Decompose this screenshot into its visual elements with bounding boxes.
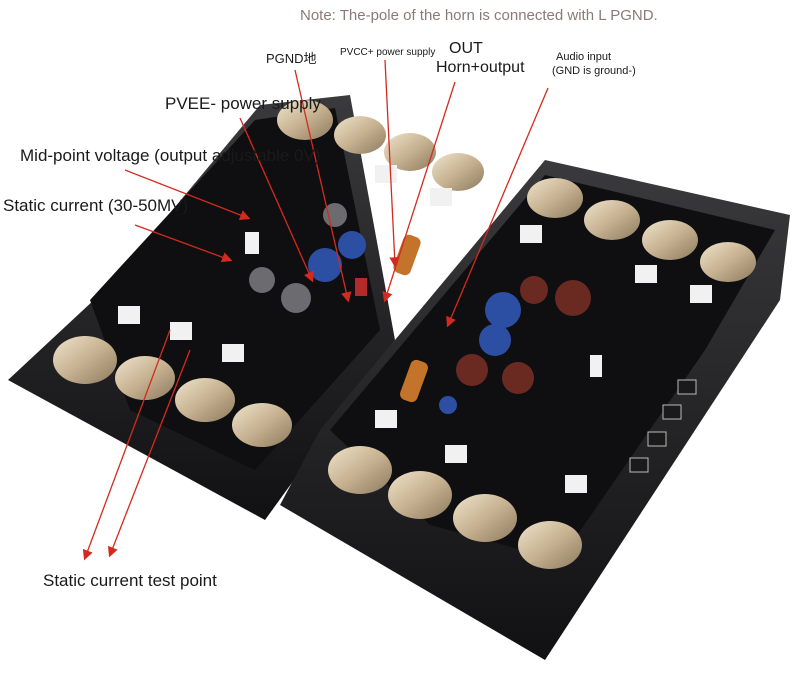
label-pvcc-power: PVCC+ power supply	[340, 47, 436, 58]
annotation-arrows	[82, 59, 549, 561]
left-lower-transistors	[53, 336, 292, 447]
note-text: Note: The-pole of the horn is connected …	[300, 7, 658, 24]
arrow-audio-input	[446, 87, 549, 328]
arrow-test-point-2	[82, 329, 171, 561]
left-amplifier-board	[8, 95, 484, 520]
right-upper-transistors	[527, 178, 756, 282]
right-side-transistors	[629, 379, 697, 473]
left-resistors	[118, 165, 452, 362]
arrow-pvee	[239, 117, 314, 283]
label-midpoint-voltage: Mid-point voltage (output adjustable 0V)	[20, 146, 321, 165]
arrow-pvcc	[384, 59, 400, 268]
arrow-out	[382, 81, 456, 303]
right-amplifier-board	[280, 160, 790, 660]
label-pvee-power: PVEE- power supply	[165, 94, 321, 113]
label-pgnd: PGND地	[266, 51, 317, 66]
label-static-current: Static current (30-50MV)	[3, 196, 189, 215]
arrow-pgnd	[294, 69, 352, 303]
label-out: OUT	[449, 40, 483, 57]
label-audio-input: Audio input	[556, 51, 612, 63]
label-horn-output: Horn+output	[436, 59, 525, 76]
right-pcb	[330, 175, 775, 560]
right-resistors	[375, 225, 712, 493]
left-capacitors	[249, 203, 421, 313]
arrow-test-point-1	[107, 349, 191, 558]
right-lower-transistors	[328, 446, 582, 569]
label-test-point: Static current test point	[43, 571, 217, 590]
right-capacitors	[400, 276, 591, 414]
label-audio-gnd: (GND is ground-)	[552, 65, 636, 77]
arrow-static-current	[134, 224, 233, 263]
left-upper-transistors	[277, 100, 484, 191]
arrow-midpoint	[124, 169, 251, 221]
